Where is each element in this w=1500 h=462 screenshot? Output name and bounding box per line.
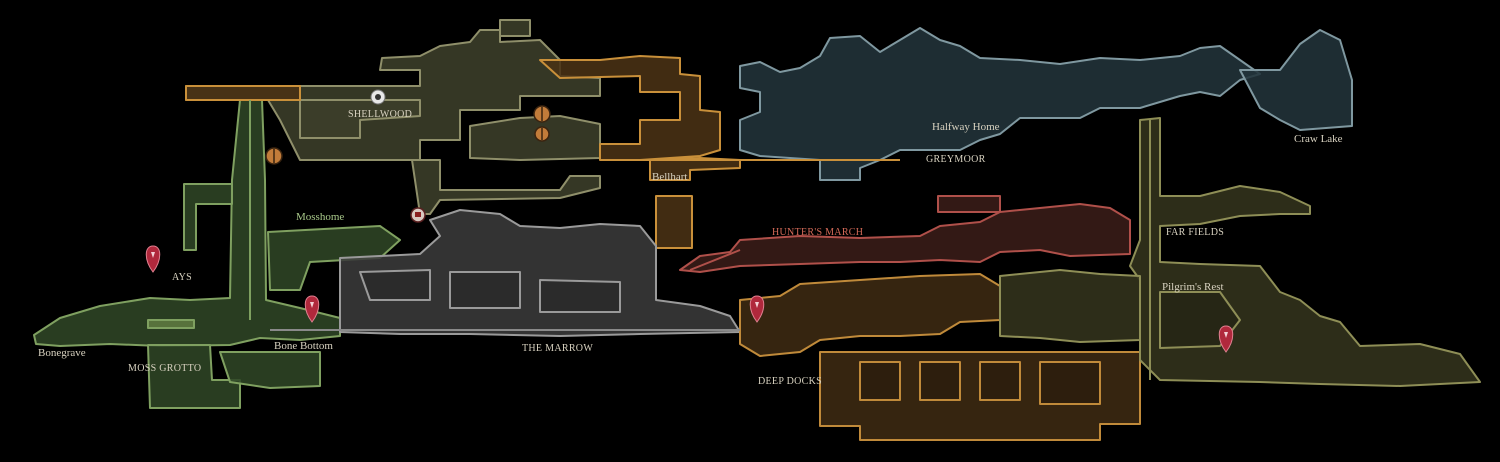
region-shellwood — [185, 19, 601, 215]
label-bone-bottom: Bone Bottom — [274, 340, 333, 352]
region-hunters-march — [679, 195, 1131, 273]
label-bellhart: Bellhart — [652, 171, 687, 183]
label-bonegrave: Bonegrave — [38, 347, 86, 359]
region-deep-docks — [739, 273, 1141, 441]
label-far-fields: FAR FIELDS — [1166, 227, 1224, 238]
label-moss-grotto: MOSS GROTTO — [128, 363, 201, 374]
region-bellhart — [185, 55, 741, 249]
bench-icon[interactable] — [533, 105, 551, 123]
map-pins[interactable] — [145, 245, 1234, 353]
label-greymoor: GREYMOOR — [926, 154, 986, 165]
corridor-lines — [249, 100, 1151, 380]
bench-icon[interactable] — [534, 126, 550, 142]
label-hunters-march: HUNTER'S MARCH — [772, 227, 863, 238]
map-pin-icon[interactable] — [145, 245, 161, 273]
map-pin-icon[interactable] — [1218, 325, 1234, 353]
label-mosshome: Mosshome — [296, 211, 344, 223]
player-compass-icon[interactable] — [370, 89, 386, 105]
vendor-icon[interactable] — [410, 207, 426, 223]
label-craw-lake: Craw Lake — [1294, 133, 1343, 145]
region-moss-grotto — [33, 99, 401, 409]
map-pin-icon[interactable] — [749, 295, 765, 323]
bench-icon[interactable] — [265, 147, 283, 165]
label-the-marrow: THE MARROW — [522, 343, 593, 354]
label-deep-docks: DEEP DOCKS — [758, 376, 822, 387]
label-shellwood: SHELLWOOD — [348, 109, 412, 120]
area-labels: SHELLWOOD Bellhart Halfway Home GREYMOOR… — [38, 109, 1343, 387]
region-greymoor — [739, 27, 1353, 181]
map-pin-icon[interactable] — [304, 295, 320, 323]
region-the-marrow — [339, 209, 741, 337]
map-benches[interactable] — [265, 89, 551, 223]
label-pilgrims-rest: Pilgrim's Rest — [1162, 281, 1224, 293]
label-ays: AYS — [172, 272, 192, 283]
label-halfway-home: Halfway Home — [932, 121, 1000, 133]
